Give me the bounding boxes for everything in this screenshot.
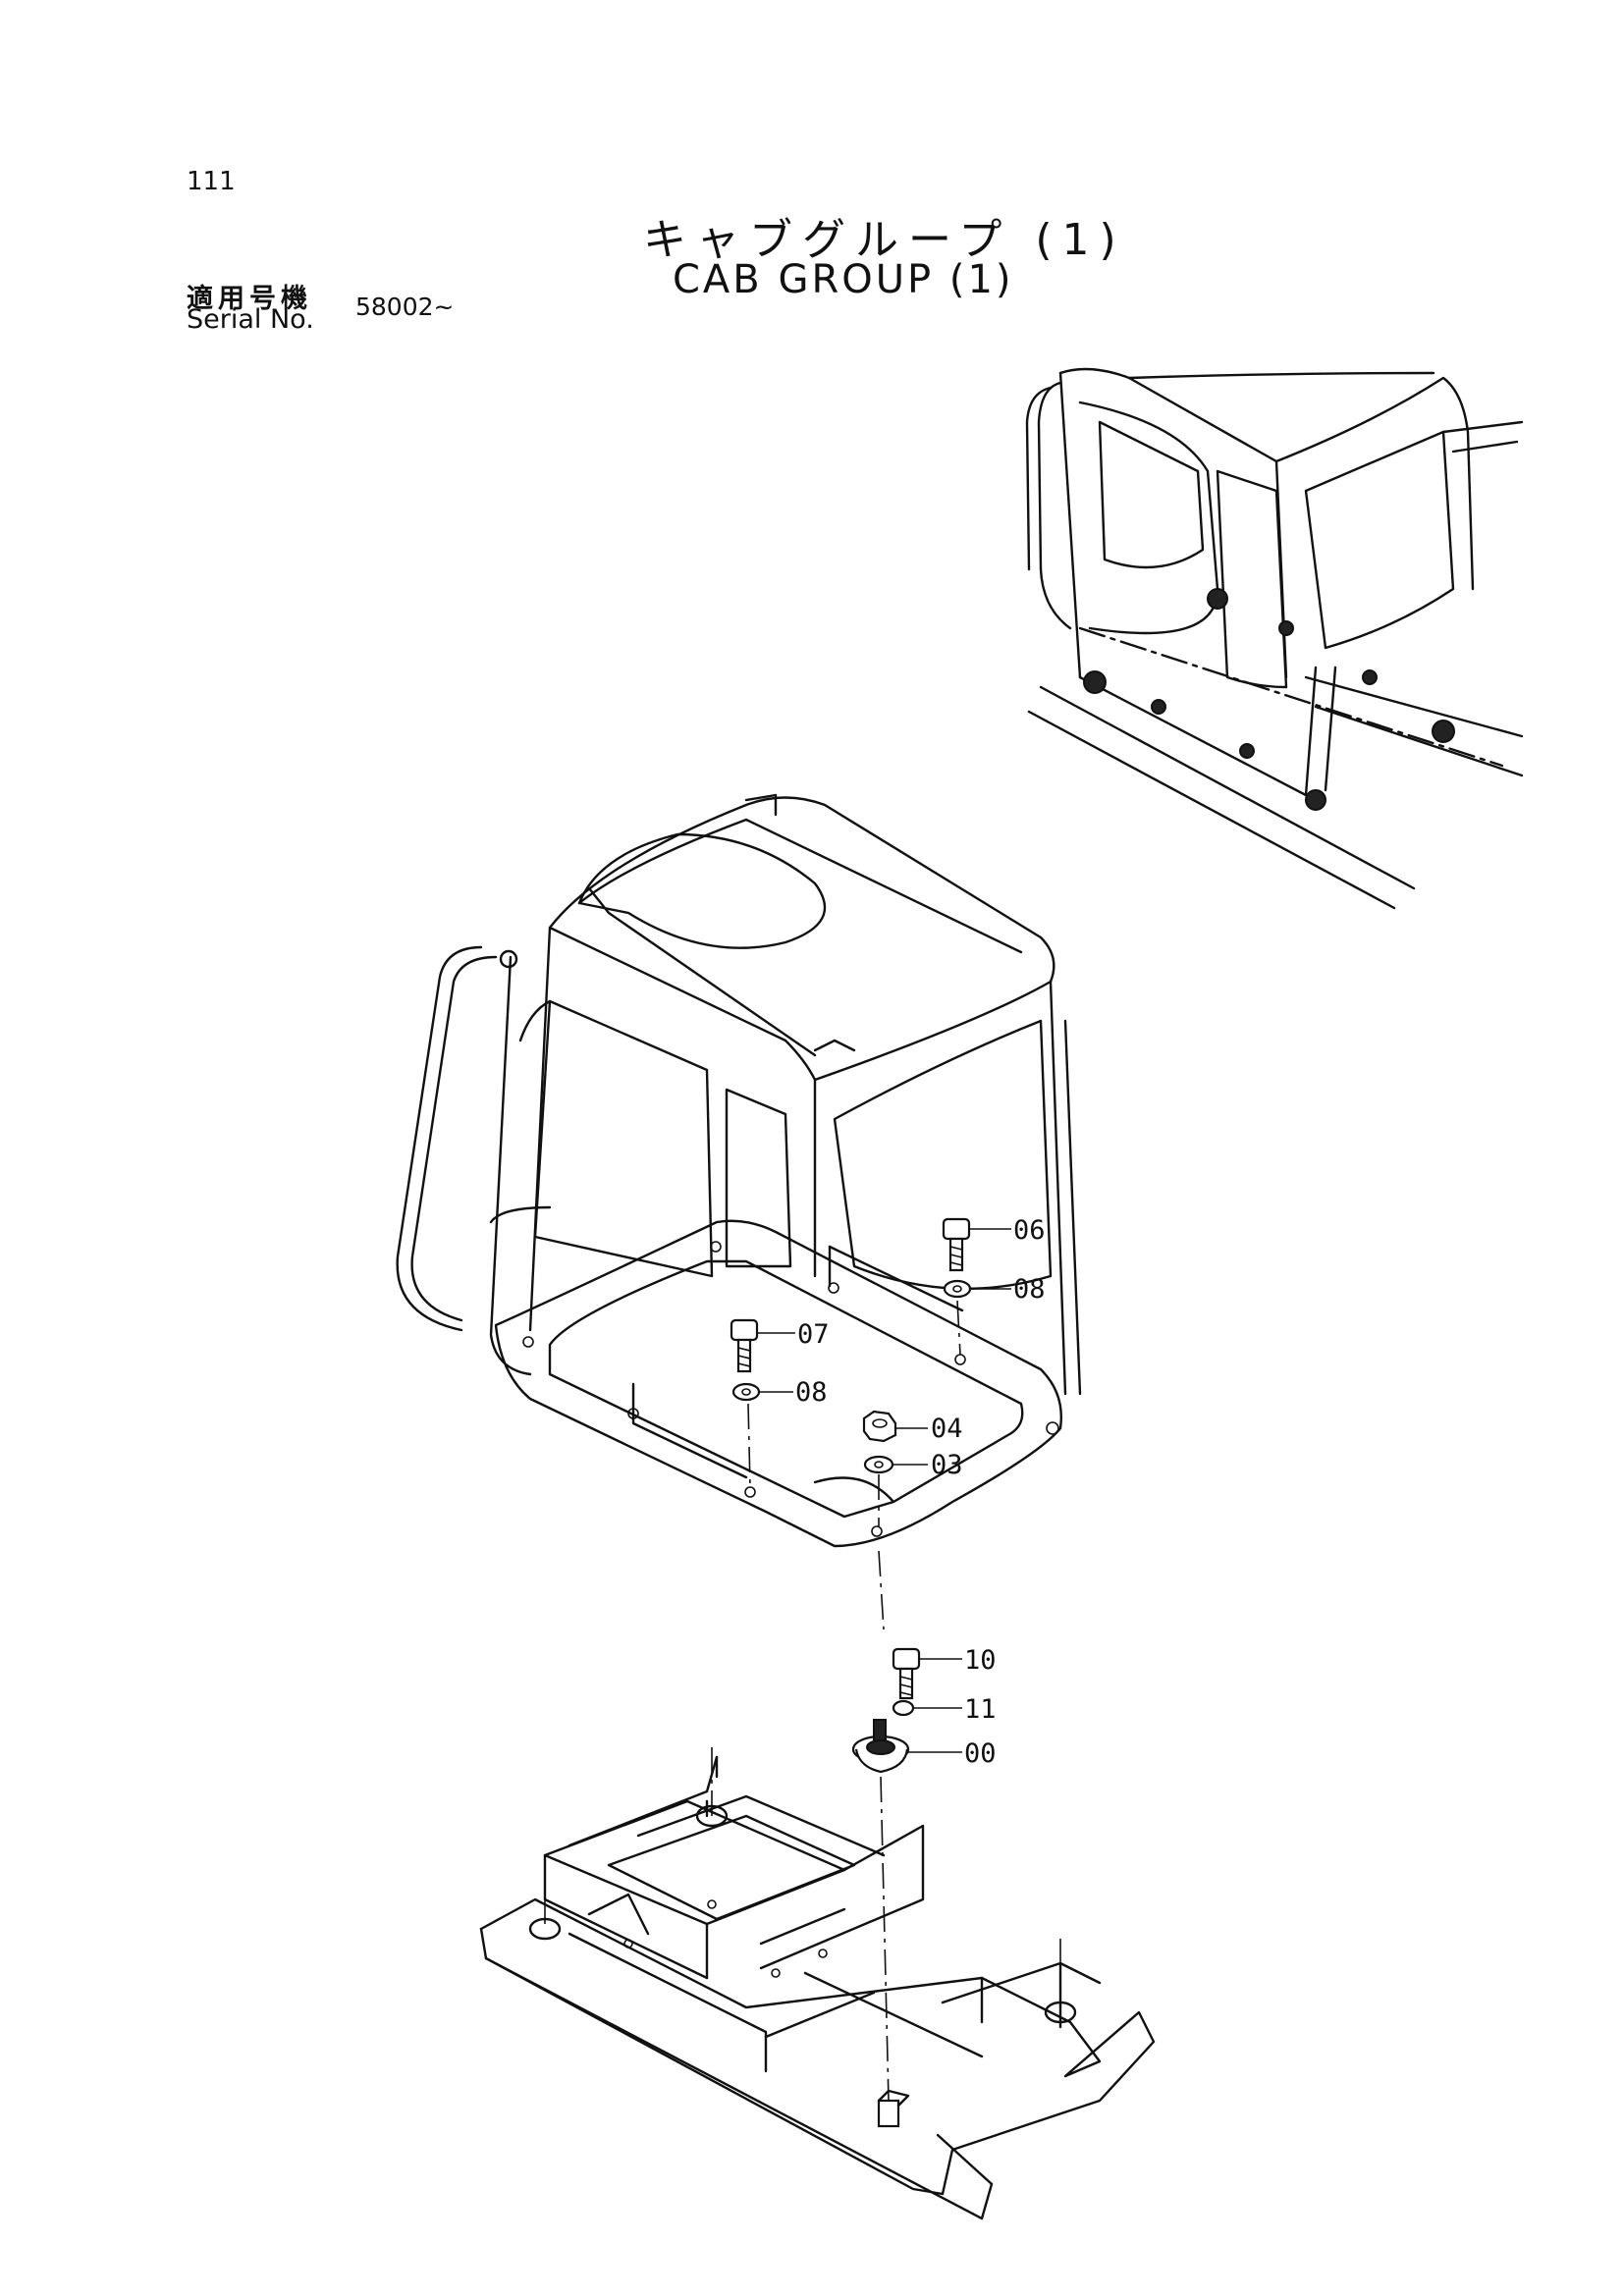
callout-00: 00	[964, 1738, 997, 1769]
title-japanese: キャブグループ (1)	[643, 215, 1126, 265]
callout-03: 03	[931, 1450, 963, 1480]
nut-04-icon	[862, 1410, 928, 1443]
callout-labels: 06 08 07 08 04 03 10 11 00	[795, 1215, 1046, 1769]
cab-assembly	[396, 793, 1082, 1548]
callout-08-upper: 08	[1013, 1274, 1046, 1305]
serial-label-english: Serial No.	[187, 304, 314, 335]
bolt-06-icon	[942, 1217, 1011, 1272]
callout-07: 07	[797, 1319, 830, 1350]
callout-08-lower: 08	[795, 1377, 828, 1408]
callout-04: 04	[931, 1414, 963, 1444]
callout-10: 10	[964, 1645, 997, 1676]
serial-number-value: 58002~	[355, 293, 455, 321]
callout-11: 11	[964, 1694, 997, 1725]
callout-06: 06	[1013, 1215, 1046, 1246]
washer-08-upper-icon	[943, 1279, 1011, 1299]
lock-washer-11-icon	[892, 1699, 962, 1717]
bolt-10-icon	[892, 1647, 962, 1700]
washer-08-lower-icon	[731, 1382, 793, 1402]
upper-frame	[479, 1747, 1156, 2220]
cab-mount-00-icon	[851, 1719, 962, 1774]
serial-label-japanese: 適用号機	[187, 284, 312, 314]
bolt-07-icon	[730, 1318, 795, 1373]
washer-03-icon	[863, 1455, 928, 1474]
page-number: 111	[187, 167, 236, 196]
inset-cab-installed-view	[1025, 367, 1524, 910]
title-english: CAB GROUP (1)	[673, 257, 1014, 302]
fasteners	[730, 1217, 1011, 2102]
